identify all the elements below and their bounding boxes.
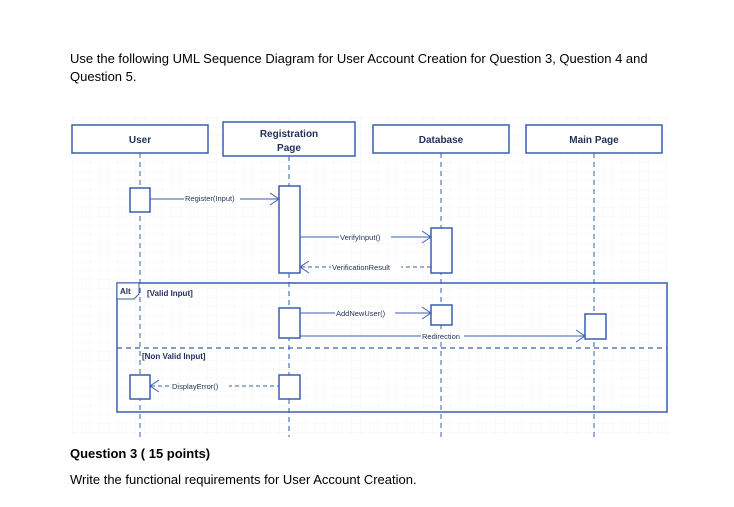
lifeline-box-main-page: [525, 124, 663, 154]
activation-registration-3: [278, 374, 301, 400]
message-verification-result-label: VerificationResult: [332, 263, 391, 272]
activation-database-2: [430, 304, 453, 326]
message-register-arrowhead: [269, 192, 280, 206]
alt-operator-tab: [116, 282, 140, 300]
message-add-user-arrowhead: [421, 306, 432, 320]
message-redirection-label: Redirection: [422, 332, 460, 341]
activation-registration-1: [278, 185, 301, 274]
message-redirection-arrowhead: [575, 329, 586, 343]
diagram-grid: [70, 115, 670, 437]
lifeline-label-user: User: [129, 135, 151, 146]
message-display-error-label: DisplayError(): [172, 382, 219, 391]
lifeline-box-database: [372, 124, 510, 154]
question-body: Write the functional requirements for Us…: [70, 472, 417, 487]
question-title: Question 3 ( 15 points): [70, 446, 211, 461]
activation-database-1: [430, 227, 453, 274]
lifeline-label-registration-line1: Registration: [260, 129, 318, 140]
lifeline-label-database: Database: [419, 135, 464, 146]
activation-user-1: [129, 187, 151, 213]
activation-registration-2: [278, 307, 301, 339]
guard-non-valid-input: [Non Valid Input]: [142, 352, 206, 361]
intro-text: Use the following UML Sequence Diagram f…: [70, 50, 690, 86]
message-verify-arrowhead: [421, 230, 432, 244]
message-verify-label: VerifyInput(): [340, 233, 381, 242]
lifeline-label-main-page: Main Page: [569, 135, 619, 146]
intro-line-2: Question 5.: [70, 69, 137, 84]
activation-user-2: [129, 374, 151, 400]
message-verification-result-arrowhead: [299, 260, 310, 274]
guard-valid-input: [Valid Input]: [147, 289, 193, 298]
lifeline-label-registration-line2: Page: [277, 143, 301, 154]
activation-main-page: [584, 313, 607, 340]
intro-line-1: Use the following UML Sequence Diagram f…: [70, 51, 648, 66]
message-register-label: Register(Input): [185, 194, 235, 203]
message-add-user-label: AddNewUser(): [336, 309, 386, 318]
lifeline-box-registration-page: [222, 121, 356, 157]
alt-operator-label: Alt: [120, 287, 131, 296]
lifeline-box-user: [71, 124, 209, 154]
message-display-error-arrowhead: [149, 379, 160, 393]
